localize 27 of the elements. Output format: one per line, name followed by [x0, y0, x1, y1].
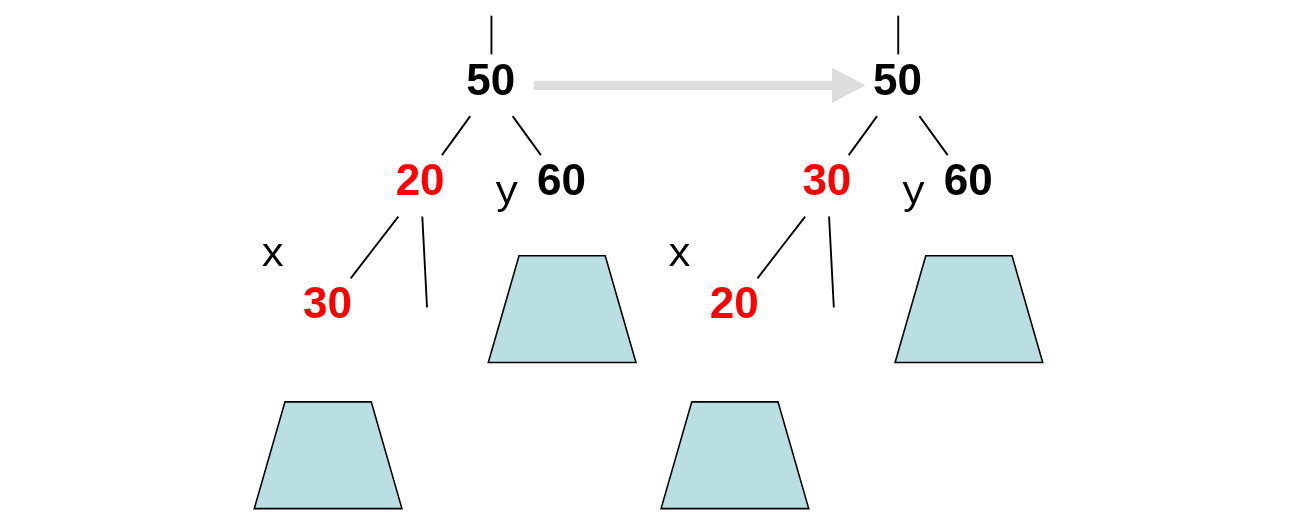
connector [918, 115, 949, 157]
node-text: 50 [872, 54, 922, 104]
arrow [533, 67, 866, 104]
connector [896, 14, 899, 56]
node-triangle [659, 401, 810, 510]
node-text: 30 [302, 278, 352, 328]
node-text: 50 [465, 54, 515, 104]
node-label: x [666, 231, 692, 278]
connector [847, 115, 878, 157]
node-label: y [494, 169, 519, 216]
connector [490, 14, 492, 56]
node-text: 60 [536, 155, 586, 205]
connector [756, 215, 806, 280]
connector [420, 215, 428, 309]
node-text: 20 [395, 155, 445, 205]
node-triangle [893, 255, 1044, 364]
connector [349, 215, 399, 280]
node-text: 60 [943, 155, 993, 205]
connector [440, 115, 471, 157]
connector [511, 115, 542, 157]
connector [827, 215, 835, 309]
node-label: x [260, 231, 285, 278]
node-label: y [900, 169, 926, 216]
node-triangle [486, 255, 637, 364]
node-triangle [252, 401, 403, 510]
node-text: 30 [801, 155, 851, 205]
node-text: 20 [709, 278, 759, 328]
